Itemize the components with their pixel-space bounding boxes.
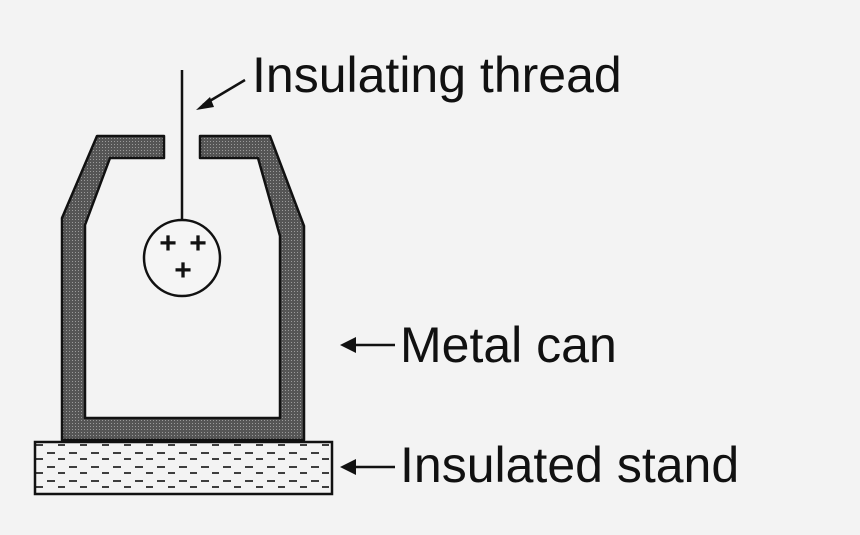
stand-label: Insulated stand [400,437,739,493]
charge-sign: + [174,254,192,287]
stand-arrow [340,459,395,475]
thread-label: Insulating thread [252,47,622,103]
thread-arrow [196,78,246,110]
charge-sign: + [189,227,207,260]
insulated-stand [33,440,334,496]
can-arrow [340,337,395,353]
can-label: Metal can [400,317,617,373]
charged-ball: + + + [142,218,222,298]
metal-can [60,134,306,442]
charge-sign: + [159,227,177,260]
